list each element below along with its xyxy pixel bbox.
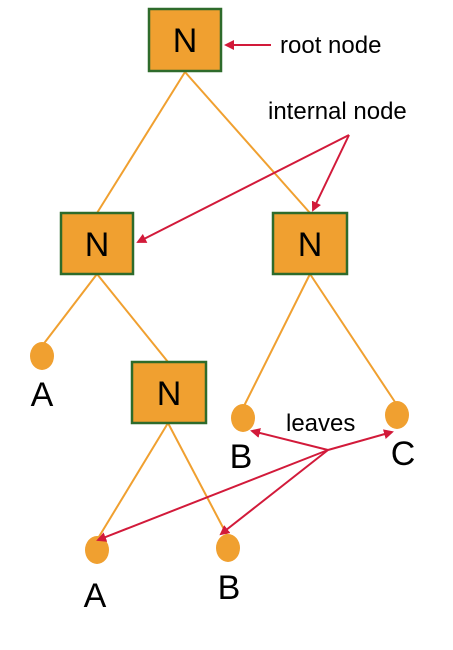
internal-node-left-box bbox=[59, 211, 135, 276]
arrow-internal-node-left bbox=[136, 134, 350, 243]
leaf-right-c-dot bbox=[385, 401, 409, 429]
edge-child-leaf-a bbox=[96, 422, 169, 541]
arrow-internal-node-right bbox=[311, 134, 350, 212]
edge-right-leaf-b bbox=[242, 273, 311, 409]
internal-node-left-child-label: N bbox=[157, 375, 182, 413]
internal-node-right: N bbox=[271, 211, 349, 276]
leaf-left-a-label: A bbox=[31, 376, 54, 414]
leaf-bottom-b: B bbox=[216, 534, 240, 607]
edge-left-child bbox=[96, 273, 169, 363]
arrow-leaf-bottom-a bbox=[96, 449, 329, 542]
leaf-right-c-label: C bbox=[391, 435, 416, 473]
root-node: N bbox=[147, 7, 223, 73]
internal-node-left-label: N bbox=[85, 226, 110, 264]
leaf-right-b-label: B bbox=[230, 438, 253, 476]
leaf-bottom-b-label: B bbox=[218, 569, 241, 607]
annotation-arrows bbox=[96, 40, 394, 542]
arrow-leaf-bottom-b bbox=[219, 449, 329, 536]
leaf-bottom-a: A bbox=[84, 536, 109, 615]
leaf-right-c: C bbox=[385, 401, 415, 473]
leaf-left-a-dot bbox=[30, 342, 54, 370]
internal-node-left-child-box bbox=[130, 360, 208, 425]
annotation-internal-node: internal node bbox=[268, 98, 407, 125]
annotation-root-node: root node bbox=[280, 32, 381, 59]
annotation-leaves: leaves bbox=[286, 410, 355, 437]
arrow-leaf-right-b bbox=[250, 428, 329, 451]
root-node-box bbox=[147, 7, 223, 73]
leaf-left-a: A bbox=[30, 342, 54, 414]
edge-left-leaf-a bbox=[41, 273, 98, 347]
internal-node-right-box bbox=[271, 211, 349, 276]
leaf-right-b: B bbox=[230, 404, 255, 476]
leaf-bottom-a-dot bbox=[85, 536, 109, 564]
leaf-bottom-a-label: A bbox=[84, 577, 107, 615]
tree-edges bbox=[41, 71, 398, 541]
internal-node-right-label: N bbox=[298, 226, 323, 264]
edge-root-left bbox=[96, 71, 186, 214]
root-node-label: N bbox=[173, 22, 198, 60]
internal-node-left-child: N bbox=[130, 360, 208, 425]
leaf-bottom-b-dot bbox=[216, 534, 240, 562]
edge-child-leaf-b bbox=[167, 422, 229, 538]
arrow-leaf-right-c bbox=[327, 429, 394, 451]
leaf-right-b-dot bbox=[231, 404, 255, 432]
internal-node-left: N bbox=[59, 211, 135, 276]
edge-root-right bbox=[184, 71, 311, 214]
edge-right-leaf-c bbox=[309, 273, 398, 406]
